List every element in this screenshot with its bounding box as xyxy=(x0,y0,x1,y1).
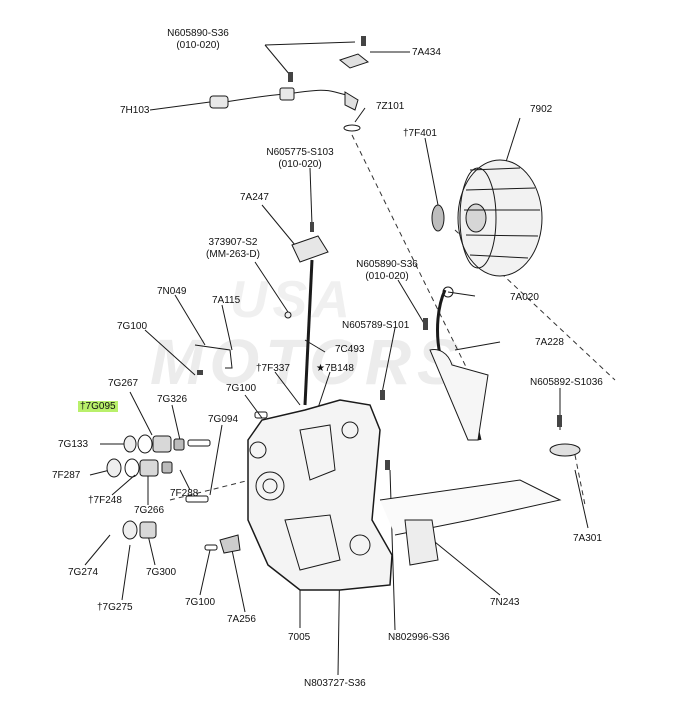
label-7g100-bot: 7G100 xyxy=(185,597,216,608)
label-7a247: 7A247 xyxy=(240,192,269,203)
label-n605890-mid-sub: (010-020) xyxy=(365,271,409,282)
label-7g267: 7G267 xyxy=(108,378,139,389)
label-7g100-top: 7G100 xyxy=(117,321,148,332)
label-373907: 373907-S2 xyxy=(208,237,258,248)
label-7g100-mid: 7G100 xyxy=(226,383,257,394)
fastener-bolts xyxy=(197,36,562,470)
label-7f288: 7F288 xyxy=(170,488,199,499)
label-7g133: 7G133 xyxy=(58,439,89,450)
label-n605890-top-sub: (010-020) xyxy=(176,40,220,51)
accumulator-parts xyxy=(106,344,268,554)
wiring-harness xyxy=(209,53,370,132)
watermark-line1: USA xyxy=(230,271,355,329)
label-n605890-mid: N605890-S36 xyxy=(356,259,418,270)
label-7a228: 7A228 xyxy=(535,337,564,348)
label-7n243: 7N243 xyxy=(490,597,520,608)
label-7f248: †7F248 xyxy=(88,495,122,506)
label-7a434: 7A434 xyxy=(412,47,441,58)
label-373907-sub: (MM-263-D) xyxy=(206,249,260,260)
label-7b148: ★7B148 xyxy=(316,363,354,374)
label-7g275: †7G275 xyxy=(97,602,133,613)
label-7a301: 7A301 xyxy=(573,533,602,544)
label-7005: 7005 xyxy=(288,632,311,643)
label-n605775-sub: (010-020) xyxy=(278,159,322,170)
label-n605890-top: N605890-S36 xyxy=(167,28,229,39)
label-7f337: †7F337 xyxy=(256,363,290,374)
label-7a256: 7A256 xyxy=(227,614,256,625)
label-7z101: 7Z101 xyxy=(376,101,405,112)
label-7n049: 7N049 xyxy=(157,286,187,297)
label-7g095-text: †7G095 xyxy=(78,401,118,412)
label-7g274: 7G274 xyxy=(68,567,99,578)
label-7a020: 7A020 xyxy=(510,292,539,303)
label-n605892: N605892-S1036 xyxy=(530,377,603,388)
label-7f287: 7F287 xyxy=(52,470,81,481)
manual-shaft xyxy=(284,235,329,406)
label-7g095: †7G095 xyxy=(78,401,118,412)
dipstick-tube xyxy=(429,286,489,441)
label-7g300: 7G300 xyxy=(146,567,177,578)
label-7g326: 7G326 xyxy=(157,394,188,405)
label-7f401: †7F401 xyxy=(403,128,437,139)
label-7h103: 7H103 xyxy=(120,105,150,116)
label-7g094: 7G094 xyxy=(208,414,239,425)
label-7c493: 7C493 xyxy=(335,344,365,355)
label-7g266: 7G266 xyxy=(134,505,165,516)
label-n803727: N803727-S36 xyxy=(304,678,366,689)
label-7a115: 7A115 xyxy=(212,295,241,306)
label-7902: 7902 xyxy=(530,104,553,115)
torque-converter xyxy=(431,159,543,277)
label-n802996: N802996-S36 xyxy=(388,632,450,643)
label-n605789: N605789-S101 xyxy=(342,320,410,331)
transmission-case xyxy=(247,399,393,591)
label-n605775: N605775-S103 xyxy=(266,147,334,158)
